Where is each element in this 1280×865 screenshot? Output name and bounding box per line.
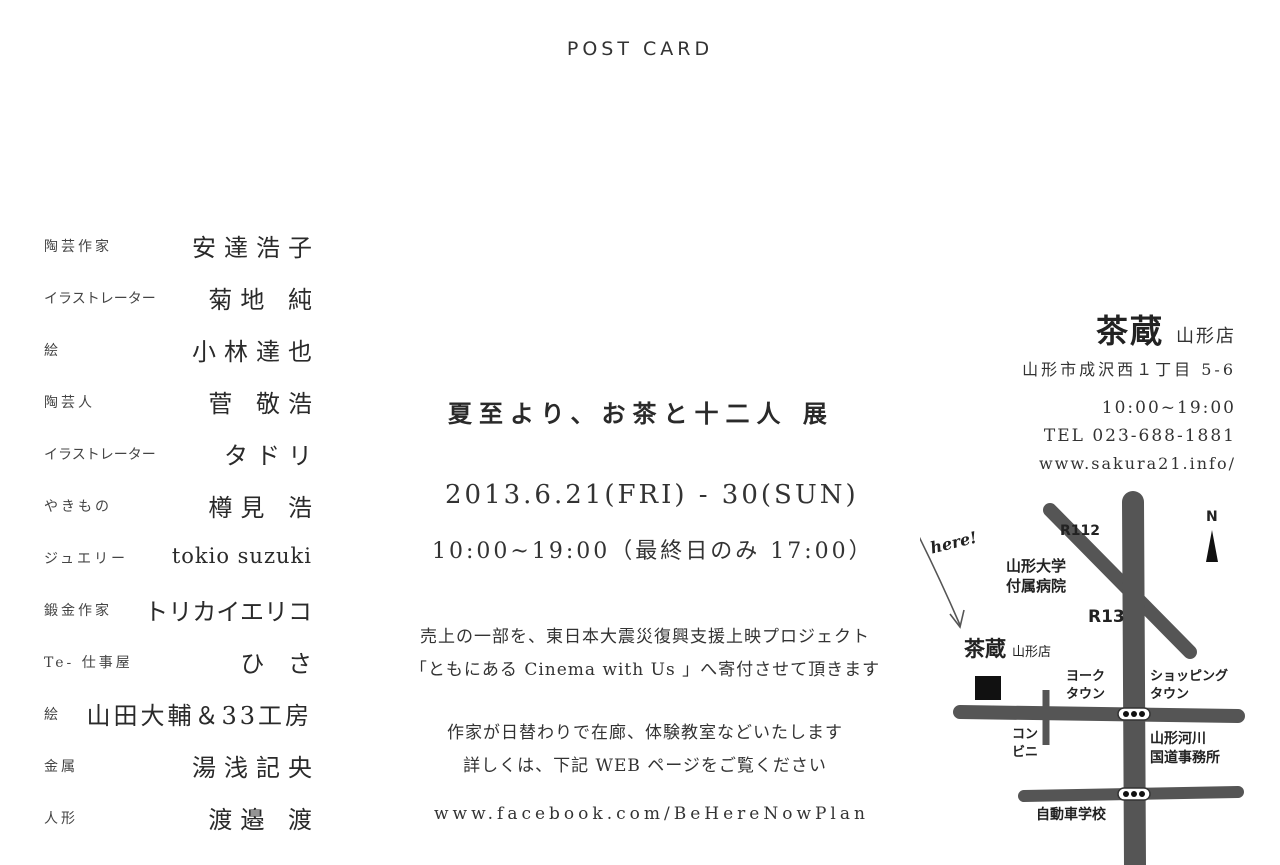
artist-row: 金属 湯浅記央 bbox=[44, 748, 312, 782]
artist-row: 絵 小林達也 bbox=[44, 332, 312, 366]
pointer-arrow bbox=[920, 536, 961, 626]
yorku-town-label: ヨーク タウン bbox=[1066, 669, 1106, 702]
artist-name: 湯浅記央 bbox=[192, 754, 320, 782]
exhibition-title: 夏至より、お茶と十二人 展 bbox=[448, 399, 834, 428]
artist-row: 絵 山田大輔＆33工房 bbox=[44, 696, 312, 730]
access-map: here! N R112 R13 山形大学 付属病院 茶蔵山形店 ヨーク タウン… bbox=[920, 400, 1280, 865]
artist-row: ジュエリー tokio suzuki bbox=[44, 540, 312, 572]
artist-name: トリカイエリコ bbox=[144, 598, 312, 626]
shop-branch: 山形店 bbox=[1176, 326, 1236, 347]
hospital-label: 山形大学 付属病院 bbox=[1006, 557, 1067, 595]
donation-notice: 売上の一部を、東日本大震災復興支援上映プロジェクト 「ともにある Cinema … bbox=[380, 622, 910, 680]
arrow-head bbox=[949, 609, 965, 629]
road-r13 bbox=[1122, 491, 1146, 865]
artist-row: 陶芸人 菅 敬浩 bbox=[44, 384, 312, 418]
map-graphic bbox=[920, 491, 1245, 865]
artist-role: 絵 bbox=[44, 343, 61, 359]
artist-name: 菅 敬浩 bbox=[208, 390, 320, 418]
exhibition-hours: 10:00~19:00（最終日のみ 17:00） bbox=[432, 539, 874, 564]
shop-hours: 10:00~19:00 bbox=[1101, 398, 1236, 418]
notice-line: 「ともにある Cinema with Us 」へ寄付させて頂きます bbox=[409, 660, 881, 680]
road-r112-label: R112 bbox=[1060, 523, 1101, 539]
artist-name: 山田大輔＆33工房 bbox=[86, 702, 312, 730]
postcard-header: POST CARD bbox=[566, 38, 714, 60]
artist-name: 安達浩子 bbox=[192, 234, 320, 262]
artist-role: 金属 bbox=[44, 759, 78, 775]
map-shop-label: 茶蔵山形店 bbox=[964, 636, 1052, 661]
shop-header: 茶蔵山形店 bbox=[1096, 306, 1236, 352]
driving-school-label: 自動車学校 bbox=[1036, 807, 1106, 823]
konbini-label: コン ビニ bbox=[1012, 727, 1039, 760]
north-label: N bbox=[1206, 509, 1218, 525]
shop-web[interactable]: www.sakura21.info/ bbox=[1038, 454, 1236, 473]
artist-role: 陶芸人 bbox=[44, 395, 95, 411]
artist-row: Te- 仕事屋 ひ さ bbox=[44, 644, 312, 678]
shop-tel: TEL 023-688-1881 bbox=[1043, 426, 1236, 446]
notice-line: 作家が日替わりで在廊、体験教室などいたします bbox=[447, 723, 843, 743]
shopping-town-label: ショッピング タウン bbox=[1150, 669, 1229, 702]
exhibition-dates: 2013.6.21(FRI) - 30(SUN) bbox=[445, 480, 859, 510]
artist-role: 絵 bbox=[44, 707, 61, 723]
artist-name: 小林達也 bbox=[192, 338, 320, 366]
artist-role: イラストレーター bbox=[44, 291, 156, 307]
event-notice: 作家が日替わりで在廊、体験教室などいたします 詳しくは、下記 WEB ページをご… bbox=[380, 718, 910, 776]
road-r13-label: R13 bbox=[1088, 607, 1125, 627]
artist-row: イラストレーター タドリ bbox=[44, 436, 312, 470]
north-arrow-icon bbox=[1206, 530, 1218, 562]
road-horizontal bbox=[953, 705, 1245, 723]
shop-name: 茶蔵 bbox=[1095, 312, 1164, 350]
artist-name: 渡邉 渡 bbox=[208, 806, 320, 834]
artist-row: イラストレーター 菊地 純 bbox=[44, 280, 312, 314]
artist-name: tokio suzuki bbox=[171, 544, 312, 568]
artist-row: 人形 渡邉 渡 bbox=[44, 800, 312, 834]
shop-marker bbox=[975, 676, 1001, 700]
artist-row: 陶芸作家 安達浩子 bbox=[44, 228, 312, 262]
artist-role: やきもの bbox=[44, 499, 112, 515]
artist-name: タドリ bbox=[224, 442, 320, 470]
river-office-label: 山形河川 国道事務所 bbox=[1150, 731, 1220, 766]
facebook-url[interactable]: www.facebook.com/BeHereNowPlan bbox=[434, 804, 869, 824]
artist-name: 樽見 浩 bbox=[208, 494, 320, 522]
artist-role: Te- 仕事屋 bbox=[44, 655, 133, 671]
artist-name: 菊地 純 bbox=[208, 286, 320, 314]
artist-role: ジュエリー bbox=[44, 551, 129, 567]
artist-role: 鍛金作家 bbox=[44, 603, 112, 619]
notice-line: 売上の一部を、東日本大震災復興支援上映プロジェクト bbox=[420, 627, 870, 647]
notice-line: 詳しくは、下記 WEB ページをご覧ください bbox=[463, 756, 827, 776]
artist-row: 鍛金作家 トリカイエリコ bbox=[44, 592, 312, 626]
shop-address: 山形市成沢西１丁目 5-6 bbox=[1022, 360, 1236, 379]
road-r112 bbox=[1043, 503, 1197, 659]
artist-row: やきもの 樽見 浩 bbox=[44, 488, 312, 522]
artist-name: ひ さ bbox=[240, 650, 320, 678]
artist-role: イラストレーター bbox=[44, 447, 156, 463]
artist-role: 陶芸作家 bbox=[44, 239, 112, 255]
artist-role: 人形 bbox=[44, 811, 78, 827]
